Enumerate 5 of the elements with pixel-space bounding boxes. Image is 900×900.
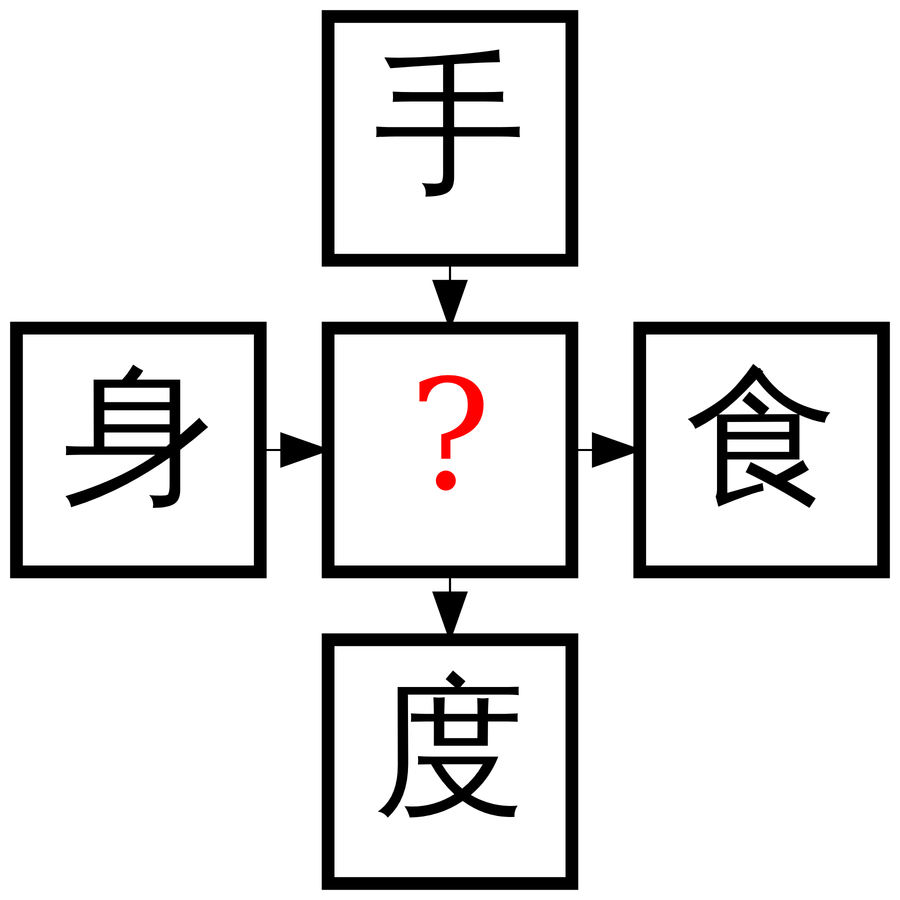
node-box: 度 xyxy=(322,633,578,890)
node-box: 食 xyxy=(633,322,890,578)
node-box: 身 xyxy=(10,322,267,578)
node-box: ? xyxy=(322,322,578,578)
node-box: 手 xyxy=(322,10,578,267)
